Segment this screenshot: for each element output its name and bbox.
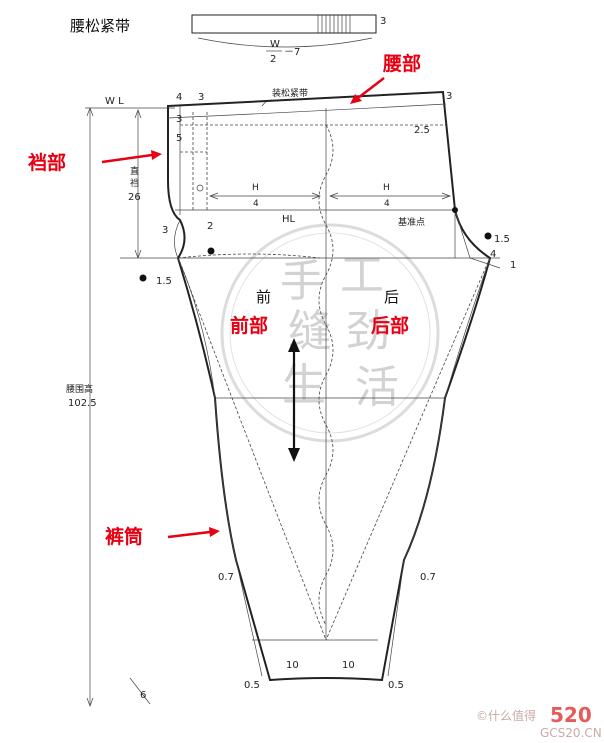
crotch-depth-char-2: 裆 <box>130 177 139 189</box>
watermark-char-1: 手 <box>280 256 324 307</box>
dim-10-right: 10 <box>342 660 355 671</box>
dim-0-7-left: 0.7 <box>218 572 234 583</box>
elastic-attach-label: 装松紧带 <box>272 87 308 99</box>
site-logo-number: 520 <box>550 703 592 727</box>
dim-2-5: 2.5 <box>414 125 430 136</box>
wl-label: W L <box>105 96 124 107</box>
hip-quarter-right-den: 4 <box>384 199 390 209</box>
grain-arrow <box>288 338 300 462</box>
fly-extension <box>174 106 208 259</box>
annotation-back: 后部 <box>371 314 409 337</box>
annotation-crotch: 裆部 <box>28 151 66 174</box>
back-leg-guide <box>325 261 489 641</box>
dim-6: 6 <box>140 690 146 701</box>
dim-3-top: 3 <box>198 92 204 103</box>
waistband-inner-line <box>167 103 447 119</box>
back-panel-label: 后 <box>384 288 399 306</box>
front-leg-guide <box>179 261 327 641</box>
construction-lines <box>120 124 500 705</box>
dim-4-right: 4 <box>490 249 496 260</box>
front-inseam <box>177 257 263 677</box>
waistband-formula-w: W <box>270 39 280 50</box>
annotation-crotch-arrow <box>101 153 153 164</box>
dim-3-right: 3 <box>446 91 452 102</box>
waistband-strip <box>191 14 377 34</box>
hip-quarter-left-num: H <box>252 183 259 193</box>
hip-quarter-left-den: 4 <box>253 199 259 209</box>
dim-4-top: 4 <box>176 92 182 103</box>
site-logo-small: ©什么值得 <box>476 708 536 723</box>
reference-point-dot <box>452 207 458 213</box>
crotch-depth-char-1: 直 <box>130 165 139 177</box>
reference-point-label: 基准点 <box>398 216 425 228</box>
dim-5: 5 <box>176 133 182 144</box>
hip-quarter-dims <box>209 192 451 200</box>
annotation-waist-arrowhead <box>350 94 362 104</box>
annotation-waist-arrow <box>357 77 385 99</box>
annotation-waist: 腰部 <box>382 52 421 75</box>
pant-outline <box>167 90 492 682</box>
back-crotch-line <box>454 209 501 269</box>
annotation-crotch-arrowhead <box>151 150 162 160</box>
watermark-char-6: 活 <box>355 362 399 413</box>
dim-2: 2 <box>207 221 213 232</box>
site-logo: ©什么值得 520 GCS20.CN <box>476 703 602 740</box>
dot-1-5-left <box>139 274 147 282</box>
annotation-front: 前部 <box>230 314 268 337</box>
hip-quarter-right-num: H <box>383 183 390 193</box>
front-panel-label: 前 <box>256 288 271 306</box>
dim-0-5-left: 0.5 <box>244 680 260 691</box>
site-logo-domain: GCS20.CN <box>540 726 602 740</box>
dim-3-left: 3 <box>176 114 182 125</box>
height-dimension <box>85 107 175 707</box>
waistband-formula-den: 2 <box>270 54 276 65</box>
back-inseam <box>387 257 491 677</box>
watermark-char-2: 工 <box>340 250 384 301</box>
crotch-depth-value: 26 <box>128 192 141 203</box>
annotation-leg: 裤筒 <box>105 525 143 548</box>
dim-1-5-right: 1.5 <box>494 234 510 245</box>
waistband-formula-minus: －7 <box>284 47 300 58</box>
watermark-char-5: 生 <box>282 360 326 411</box>
waistband-width-label: 3 <box>380 16 386 27</box>
crotch-dot-left <box>207 247 215 255</box>
dim-10-left: 10 <box>286 660 299 671</box>
dot-1-5-right <box>484 232 492 240</box>
watermark-char-4: 劲 <box>346 306 390 357</box>
hip-line-label: HL <box>282 214 296 225</box>
annotation-leg-arrow <box>167 530 211 539</box>
center-wavy-dash <box>318 124 334 626</box>
dim-0-7-right: 0.7 <box>420 572 436 583</box>
height-label: 腰围高 <box>66 383 93 395</box>
dim-1-right: 1 <box>510 260 516 271</box>
front-crotch-curve <box>177 253 321 259</box>
waistband-title: 腰松紧带 <box>70 17 130 35</box>
height-value: 102.5 <box>68 398 97 409</box>
annotation-leg-arrowhead <box>209 527 220 537</box>
dim-0-5-right: 0.5 <box>388 680 404 691</box>
waistband-dim-arc <box>197 37 373 48</box>
dim-3-crotch: 3 <box>162 225 168 236</box>
dim-1-5-left: 1.5 <box>156 276 172 287</box>
